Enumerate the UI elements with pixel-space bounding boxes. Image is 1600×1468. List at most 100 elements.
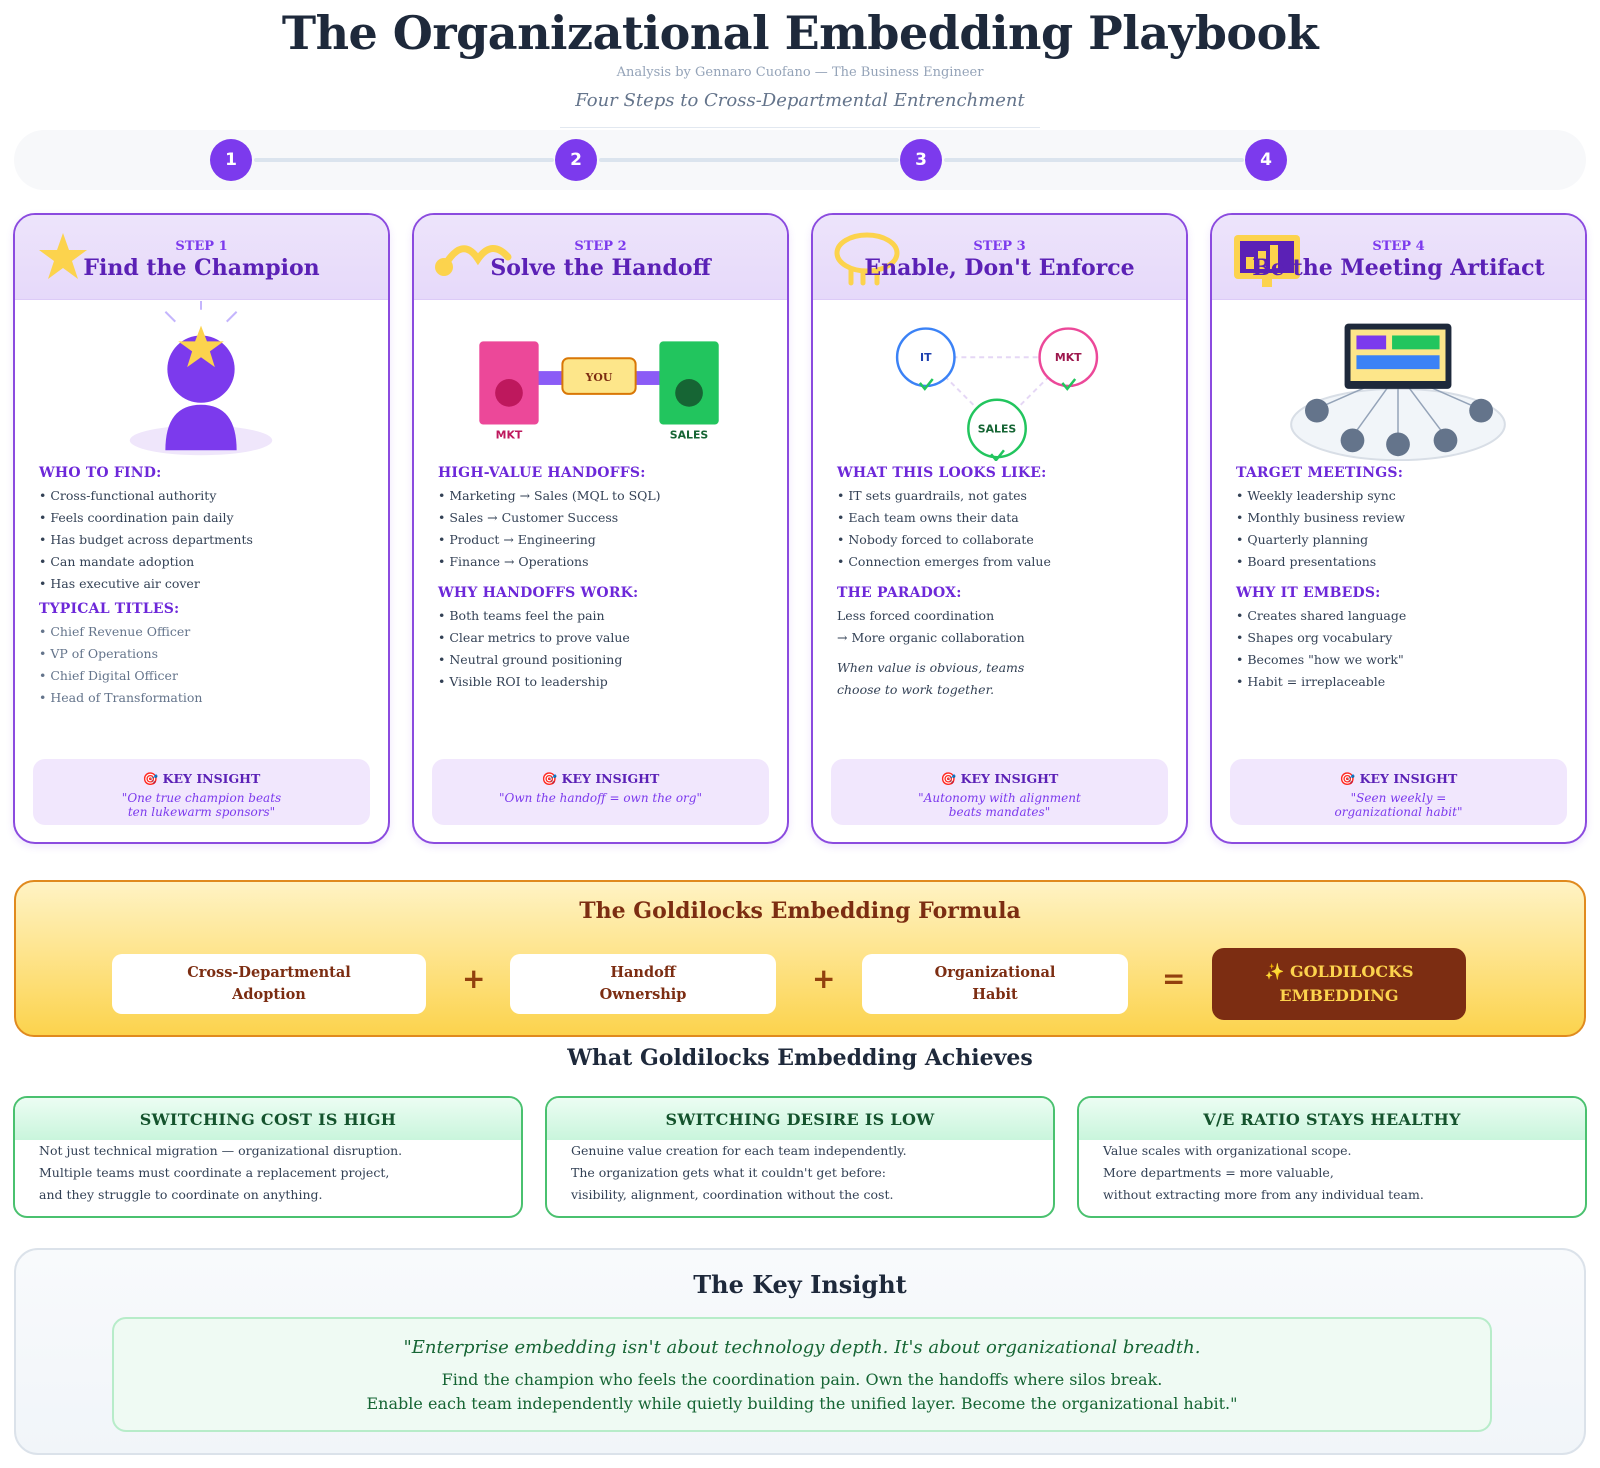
achieve-line: Genuine value creation for each team ind… (571, 1143, 907, 1158)
quote-line: Enable each team independently while qui… (366, 1394, 1238, 1413)
achieve-line: More departments = more valuable, (1103, 1165, 1334, 1180)
card-header: STEP 2 Solve the Handoff (414, 215, 787, 300)
equals-sign: = (1162, 962, 1186, 995)
list-item: • Has executive air cover (39, 576, 200, 591)
plus-sign: + (812, 962, 836, 995)
list-item: • Chief Digital Officer (39, 668, 178, 683)
key-insight-quote-box: "Enterprise embedding isn't about techno… (112, 1317, 1492, 1432)
step-card-3: STEP 3 Enable, Don't Enforce IT MKT SALE… (811, 213, 1188, 844)
handoff-illustration: YOU MKT SALES (479, 341, 719, 441)
check-icon (1061, 378, 1077, 391)
list-item: • Finance → Operations (438, 554, 589, 569)
achieve-line: Multiple teams must coordinate a replace… (39, 1165, 390, 1180)
list-item: • Monthly business review (1236, 510, 1406, 525)
section-heading: WHO TO FIND: (39, 465, 162, 481)
step-card-4: STEP 4 Be the Meeting Artifact TARGET ME… (1210, 213, 1587, 844)
check-icon (990, 449, 1005, 461)
list-item: • IT sets guardrails, not gates (837, 488, 1027, 503)
section-heading: WHAT THIS LOOKS LIKE: (837, 465, 1047, 481)
byline: Analysis by Gennaro Cuofano — The Busine… (616, 65, 984, 80)
paradox-line: → More organic collaboration (837, 630, 1025, 645)
insight-quote: "Autonomy with alignment beats mandates" (918, 791, 1081, 819)
step-label: STEP 4 (1372, 239, 1425, 254)
formula-title: The Goldilocks Embedding Formula (579, 898, 1021, 924)
list-item: • Chief Revenue Officer (39, 624, 191, 639)
formula-result: ✨ GOLDILOCKS EMBEDDING (1212, 948, 1466, 1020)
step-connector (254, 158, 554, 162)
insight-label: 🎯 KEY INSIGHT (142, 771, 261, 786)
list-item: • Board presentations (1236, 554, 1377, 569)
node-mkt-label: MKT (1055, 351, 1082, 364)
card-title: Find the Champion (83, 255, 320, 281)
list-item: • Each team owns their data (837, 510, 1019, 525)
page-title: The Organizational Embedding Playbook (281, 6, 1319, 60)
step-number-4: 4 (1245, 139, 1287, 181)
goldilocks-formula: The Goldilocks Embedding Formula Cross-D… (14, 880, 1586, 1037)
list-item: • Connection emerges from value (837, 554, 1051, 569)
list-item: • VP of Operations (39, 646, 158, 661)
achieve-card-title: SWITCHING COST IS HIGH (15, 1098, 521, 1140)
formula-term-adoption: Cross-Departmental Adoption (112, 954, 426, 1014)
network-illustration: IT MKT SALES (895, 327, 1099, 461)
achieve-card-title: V/E RATIO STAYS HEALTHY (1079, 1098, 1585, 1140)
quote-line: "Enterprise embedding isn't about techno… (403, 1337, 1201, 1358)
step-label: STEP 2 (574, 239, 627, 254)
step-connector (599, 158, 899, 162)
achieve-line: visibility, alignment, coordination with… (571, 1187, 894, 1202)
card-title: Solve the Handoff (490, 255, 711, 281)
card-header: STEP 4 Be the Meeting Artifact (1212, 215, 1585, 300)
bubble-icon (834, 232, 900, 286)
list-item: • Visible ROI to leadership (438, 674, 608, 689)
card-title: Be the Meeting Artifact (1252, 255, 1545, 281)
list-item: • Marketing → Sales (MQL to SQL) (438, 488, 661, 503)
list-item: • Clear metrics to prove value (438, 630, 630, 645)
insight-label: 🎯 KEY INSIGHT (1339, 771, 1458, 786)
key-insight-box: 🎯 KEY INSIGHT "Own the handoff = own the… (432, 759, 769, 825)
step-number-1: 1 (210, 139, 252, 181)
target-icon: 🎯 (142, 771, 159, 786)
target-icon: 🎯 (541, 771, 558, 786)
step-connector (944, 158, 1244, 162)
check-icon (918, 378, 934, 391)
key-insight-box: 🎯 KEY INSIGHT "One true champion beats t… (33, 759, 370, 825)
handoff-you-label: YOU (585, 371, 613, 384)
list-item: • Can mandate adoption (39, 554, 195, 569)
card-title: Enable, Don't Enforce (864, 255, 1135, 281)
step-label: STEP 1 (175, 239, 228, 254)
list-item: • Neutral ground positioning (438, 652, 623, 667)
section-heading: WHY HANDOFFS WORK: (438, 585, 639, 601)
achieve-line: Not just technical migration — organizat… (39, 1143, 403, 1158)
achieve-line: Value scales with organizational scope. (1103, 1143, 1352, 1158)
step-progress-bar: 1 2 3 4 (14, 130, 1586, 190)
insight-label: 🎯 KEY INSIGHT (940, 771, 1059, 786)
target-icon: 🎯 (940, 771, 957, 786)
subtitle-divider (560, 127, 1040, 128)
key-insight-box: 🎯 KEY INSIGHT "Autonomy with alignment b… (831, 759, 1168, 825)
key-insight-title: The Key Insight (693, 1270, 907, 1299)
achieve-card-switching-desire: SWITCHING DESIRE IS LOW Genuine value cr… (545, 1096, 1055, 1218)
handoff-sales-label: SALES (670, 428, 709, 441)
section-heading: THE PARADOX: (837, 585, 962, 601)
key-insight-section: The Key Insight "Enterprise embedding is… (14, 1248, 1586, 1455)
star-icon (39, 233, 87, 279)
insight-quote: "Seen weekly = organizational habit" (1334, 791, 1463, 819)
list-item: • Feels coordination pain daily (39, 510, 234, 525)
section-heading: HIGH-VALUE HANDOFFS: (438, 465, 646, 481)
achieves-heading: What Goldilocks Embedding Achieves (567, 1045, 1033, 1071)
step-number-3: 3 (900, 139, 942, 181)
list-item: • Quarterly planning (1236, 532, 1369, 547)
list-item: • Creates shared language (1236, 608, 1407, 623)
achieve-line: The organization gets what it couldn't g… (571, 1165, 886, 1180)
page-subtitle: Four Steps to Cross-Departmental Entrenc… (575, 90, 1025, 111)
meeting-illustration (1290, 323, 1506, 461)
insight-label: 🎯 KEY INSIGHT (541, 771, 660, 786)
list-item: • Nobody forced to collaborate (837, 532, 1034, 547)
formula-term-ownership: Handoff Ownership (510, 954, 776, 1014)
achieve-card-title: SWITCHING DESIRE IS LOW (547, 1098, 1053, 1140)
list-item: • Habit = irreplaceable (1236, 674, 1386, 689)
champion-illustration (129, 301, 273, 456)
key-insight-box: 🎯 KEY INSIGHT "Seen weekly = organizatio… (1230, 759, 1567, 825)
section-heading: TYPICAL TITLES: (39, 601, 180, 617)
node-it-label: IT (920, 351, 932, 364)
